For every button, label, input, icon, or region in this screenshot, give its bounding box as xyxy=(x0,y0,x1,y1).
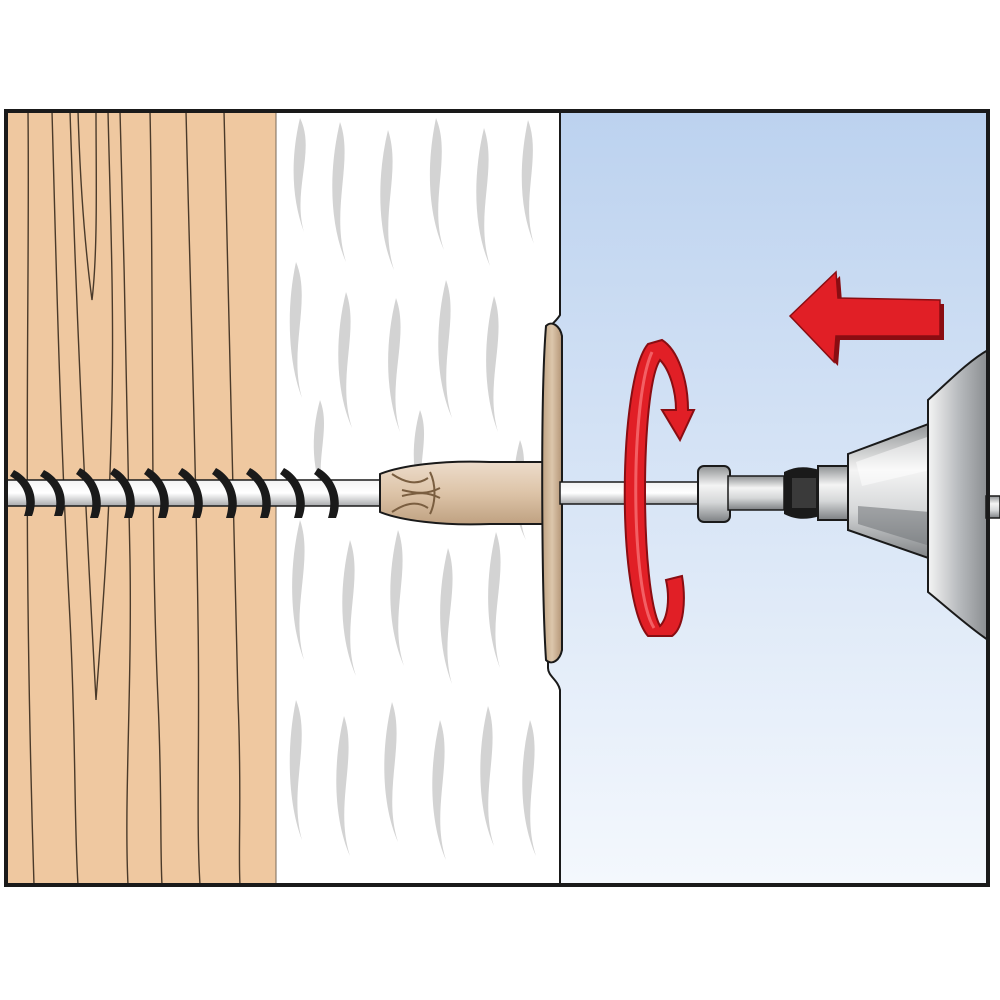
plug-ribs xyxy=(391,471,441,515)
diagram-frame xyxy=(4,109,990,887)
screw xyxy=(5,468,387,518)
wood-grain-lines xyxy=(26,111,241,885)
setting-rod xyxy=(559,465,853,523)
rotation-arrow-icon xyxy=(623,338,696,637)
anchor-plug xyxy=(379,460,549,526)
push-arrow-icon xyxy=(788,270,944,366)
washer-plate xyxy=(541,322,563,664)
collar-nut xyxy=(697,465,731,523)
screw-thread xyxy=(10,468,339,518)
